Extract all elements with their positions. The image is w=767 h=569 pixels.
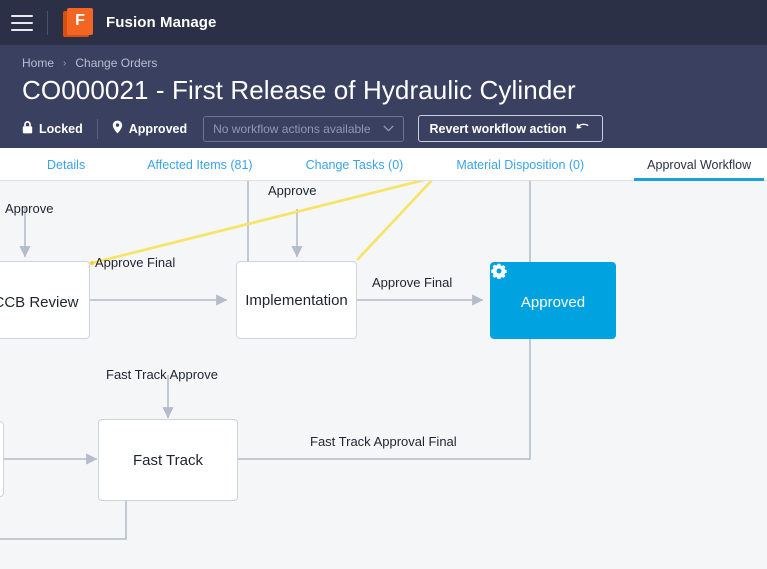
app-title: Fusion Manage <box>106 14 217 31</box>
edge-fasttrack-bottom-loop <box>0 501 127 540</box>
node-implementation-label: Implementation <box>245 291 348 309</box>
status-locked-label: Locked <box>39 121 83 136</box>
node-approved[interactable]: Approved <box>490 262 616 339</box>
breadcrumb: Home › Change Orders <box>22 56 767 70</box>
edge-highlight-endpoint <box>90 261 94 265</box>
page-title: CO000021 - First Release of Hydraulic Cy… <box>22 75 576 105</box>
location-pin-icon <box>112 120 129 137</box>
logo-letter: F <box>67 7 93 35</box>
tab-material-disposition[interactable]: Material Disposition (0) <box>456 158 585 172</box>
workflow-canvas[interactable]: CCB Review Implementation Approved Fast … <box>0 181 767 569</box>
workflow-actions-dropdown-value: No workflow actions available <box>213 121 371 136</box>
node-approved-label: Approved <box>520 293 586 311</box>
node-offscreen-left[interactable] <box>0 421 4 497</box>
chevron-down-icon <box>382 124 394 134</box>
node-fast-track-label: Fast Track <box>132 451 203 469</box>
node-ccb-review-label: CCB Review <box>0 293 79 311</box>
status-state: Approved <box>112 120 187 137</box>
hamburger-menu-icon[interactable] <box>11 14 33 31</box>
page-header: Home › Change Orders CO000021 - First Re… <box>0 45 767 148</box>
status-divider <box>96 118 98 139</box>
edge-fasttrack-approval-final-to-approved <box>238 326 536 460</box>
app-bar: F Fusion Manage <box>0 0 767 45</box>
status-state-label: Approved <box>128 121 188 136</box>
fusion-logo[interactable]: F <box>63 7 93 38</box>
node-implementation[interactable]: Implementation <box>236 261 357 339</box>
breadcrumb-item-home[interactable]: Home <box>22 56 55 70</box>
edge-highlight-left <box>90 181 426 265</box>
revert-button-label: Revert workflow action <box>429 121 567 136</box>
edge-highlight-right <box>356 181 433 261</box>
appbar-divider <box>47 10 48 35</box>
status-locked: Locked <box>22 120 83 137</box>
breadcrumb-separator-icon: › <box>63 57 67 69</box>
breadcrumb-item-change-orders[interactable]: Change Orders <box>75 56 158 70</box>
tab-approval-workflow[interactable]: Approval Workflow <box>634 158 765 181</box>
tab-affected-items[interactable]: Affected Items (81) <box>147 158 253 172</box>
tab-change-tasks[interactable]: Change Tasks (0) <box>305 158 404 172</box>
lock-icon <box>22 120 39 137</box>
tab-bar: Details Affected Items (81) Change Tasks… <box>0 148 767 181</box>
workflow-connectors <box>0 181 536 540</box>
tab-details[interactable]: Details <box>47 158 86 172</box>
undo-arrow-icon <box>576 121 591 136</box>
revert-workflow-action-button[interactable]: Revert workflow action <box>417 115 604 142</box>
node-ccb-review[interactable]: CCB Review <box>0 261 90 339</box>
workflow-actions-dropdown[interactable]: No workflow actions available <box>203 115 404 142</box>
header-actions: Locked Approved No workflow actions avai… <box>22 115 767 142</box>
node-fast-track[interactable]: Fast Track <box>98 419 238 501</box>
